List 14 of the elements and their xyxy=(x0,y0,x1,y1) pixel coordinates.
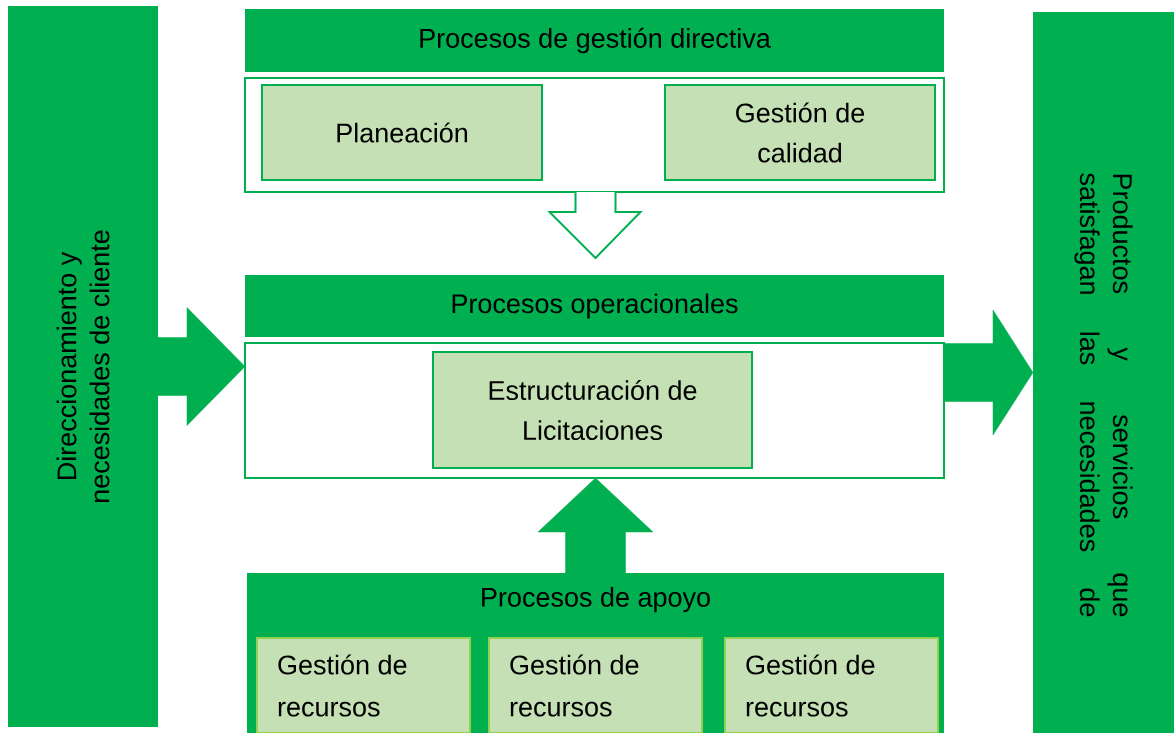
process-header: Procesos de gestión directiva xyxy=(245,9,944,72)
process-box: Gestión de calidad xyxy=(664,84,936,181)
process-box: Gestión de recursos xyxy=(724,637,939,733)
process-box: Estructuración de Licitaciones xyxy=(432,351,753,469)
process-box: Planeación xyxy=(261,84,543,181)
process-header: Procesos operacionales xyxy=(245,275,944,337)
input-band: Direccionamiento y necesidades de cliente xyxy=(8,6,158,727)
process-box: Gestión de recursos xyxy=(256,637,471,733)
output-band: Productos y servicios que satisfagan las necesidades de xyxy=(1033,12,1174,733)
hollow-block-arrow xyxy=(547,191,643,260)
block-arrow xyxy=(537,477,654,574)
process-box: Gestión de recursos xyxy=(488,637,703,733)
block-arrow xyxy=(157,307,246,426)
block-arrow xyxy=(943,309,1034,436)
